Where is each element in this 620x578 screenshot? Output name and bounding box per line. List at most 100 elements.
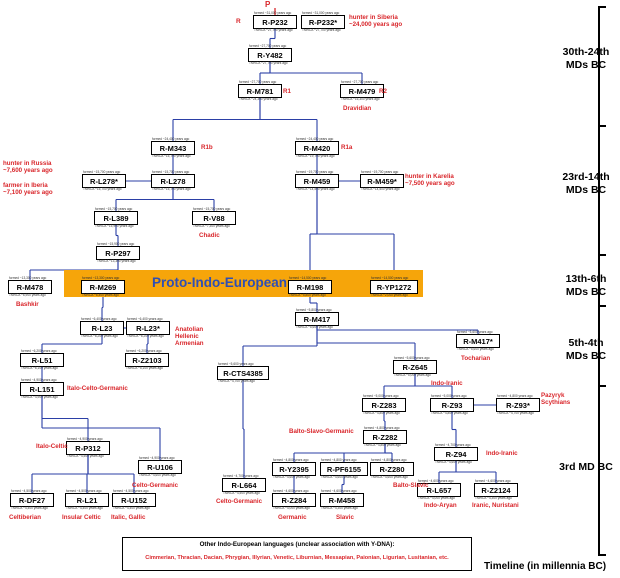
node-tmrca-text: TMRCA ~4,800 years ago <box>364 442 401 447</box>
node-label: R-YP1272 <box>376 283 412 292</box>
node-tmrca-text: TMRCA ~4,800 years ago <box>431 410 468 415</box>
node-tmrca-text: TMRCA ~6,400 years ago <box>82 292 119 297</box>
annotation-italic-gallic: Italic, Gallic <box>111 514 146 521</box>
node-formed-text: formed ~15,900 years ago <box>97 242 135 246</box>
node-tmrca-text: TMRCA ~4,700 years ago <box>218 378 255 383</box>
node-tmrca-text: TMRCA ~6,200 years ago <box>127 333 164 338</box>
node-formed-text: formed ~4,900 years ago <box>21 378 57 382</box>
node-formed-text: formed ~4,800 years ago <box>364 426 400 430</box>
node-formed-text: formed ~4,800 years ago <box>497 394 533 398</box>
node-label: R-U152 <box>121 496 147 505</box>
node-tmrca-text: TMRCA ~6,900 years ago <box>9 292 46 297</box>
node-tmrca-text: TMRCA ~4,500 years ago <box>67 453 104 458</box>
node-label: R-Z93 <box>441 401 463 410</box>
node-label: R-Y482 <box>257 51 283 60</box>
timeline-tick <box>598 385 606 387</box>
annotation-karelia: hunter in Karelia ~7,500 years ago <box>405 173 455 187</box>
node-formed-text: formed ~27,700 years ago <box>249 44 287 48</box>
node-label: R-L23* <box>136 324 160 333</box>
node-tmrca-text: TMRCA ~6,200 years ago <box>81 333 118 338</box>
node-tmrca-text: TMRCA ~6,100 years ago <box>21 365 58 370</box>
node-tmrca-text: TMRCA ~15,700 years ago <box>83 186 122 191</box>
node-tmrca-text: TMRCA ~4,500 years ago <box>223 490 260 495</box>
node-label: R-Z2124 <box>481 486 511 495</box>
era-label-2: 23rd-14th MDs BC <box>562 171 610 196</box>
node-tmrca-text: TMRCA ~5,800 years ago <box>289 292 326 297</box>
node-label: R-V88 <box>203 214 225 223</box>
node-formed-text: formed ~14,500 years ago <box>371 276 409 280</box>
node-formed-text: formed ~15,700 years ago <box>83 170 121 174</box>
node-label: R-M198 <box>296 283 324 292</box>
node-formed-text: formed ~4,700 years ago <box>223 474 259 478</box>
node-label: R-L278* <box>90 177 118 186</box>
annotation-italo-celtic: Italo-Celtic <box>36 443 68 450</box>
node-tmrca-text: TMRCA ~4,800 years ago <box>363 410 400 415</box>
timeline-tick <box>598 6 606 8</box>
node-tmrca-text: TMRCA ~4,900 years ago <box>21 394 58 399</box>
node-formed-text: formed ~4,800 years ago <box>273 458 309 462</box>
era-label-5: 3rd MD BC <box>559 461 613 473</box>
other-languages-list: Cimmerian, Thracian, Dacian, Phrygian, I… <box>145 555 449 561</box>
node-formed-text: formed ~4,700 years ago <box>435 443 471 447</box>
node-formed-text: formed ~6,400 years ago <box>81 317 117 321</box>
node-formed-text: formed ~4,800 years ago <box>371 458 407 462</box>
node-tmrca-text: TMRCA ~4,600 years ago <box>139 472 176 477</box>
node-tmrca-text: TMRCA ~4,300 years ago <box>475 495 512 500</box>
annotation-r1b: R1b <box>201 144 213 151</box>
node-tmrca-text: TMRCA ~14,500 years ago <box>361 186 400 191</box>
annotation-insular-celtic: Insular Celtic <box>62 514 101 521</box>
node-label: R-L21 <box>76 496 98 505</box>
node-label: R-DF27 <box>18 496 46 505</box>
node-label: R-P232 <box>262 18 288 27</box>
era-label-4: 5th-4th MDs BC <box>565 337 607 362</box>
node-tmrca-text: TMRCA ~27,700 years ago <box>249 60 288 65</box>
node-label: R-M458 <box>328 496 356 505</box>
node-tmrca-text: TMRCA ~4,700 years ago <box>497 410 534 415</box>
node-label: R-U106 <box>147 463 173 472</box>
node-label: R-PF6155 <box>326 465 362 474</box>
annotation-slavic: Slavic <box>336 514 354 521</box>
node-formed-text: formed ~5,000 years ago <box>431 394 467 398</box>
node-label: R-P297 <box>105 249 131 258</box>
node-label: R-Z282 <box>372 433 398 442</box>
node-tmrca-text: TMRCA ~4,600 years ago <box>435 459 472 464</box>
era-label-1: 30th-24th MDs BC <box>562 46 610 71</box>
node-label: R-P232* <box>308 18 338 27</box>
node-formed-text: formed ~6,200 years ago <box>126 349 162 353</box>
node-formed-text: formed ~27,700 years ago <box>239 80 277 84</box>
node-formed-text: formed ~31,000 years ago <box>302 11 340 15</box>
node-tmrca-text: TMRCA ~15,900 years ago <box>95 223 134 228</box>
node-label: R-Y2395 <box>279 465 309 474</box>
annotation-indo-iranic-mid: Indo-Iranic <box>486 450 518 457</box>
node-label: R-L389 <box>103 214 129 223</box>
node-label: R-CTS4385 <box>223 369 263 378</box>
annotation-root-p: P <box>265 0 271 9</box>
node-tmrca-text: TMRCA ~14,500 years ago <box>296 186 335 191</box>
timeline-tick <box>598 305 606 307</box>
node-formed-text: formed ~14,500 years ago <box>289 276 327 280</box>
node-label: R-M459 <box>303 177 331 186</box>
node-formed-text: formed ~5,800 years ago <box>296 308 332 312</box>
node-formed-text: formed ~5,600 years ago <box>218 362 254 366</box>
